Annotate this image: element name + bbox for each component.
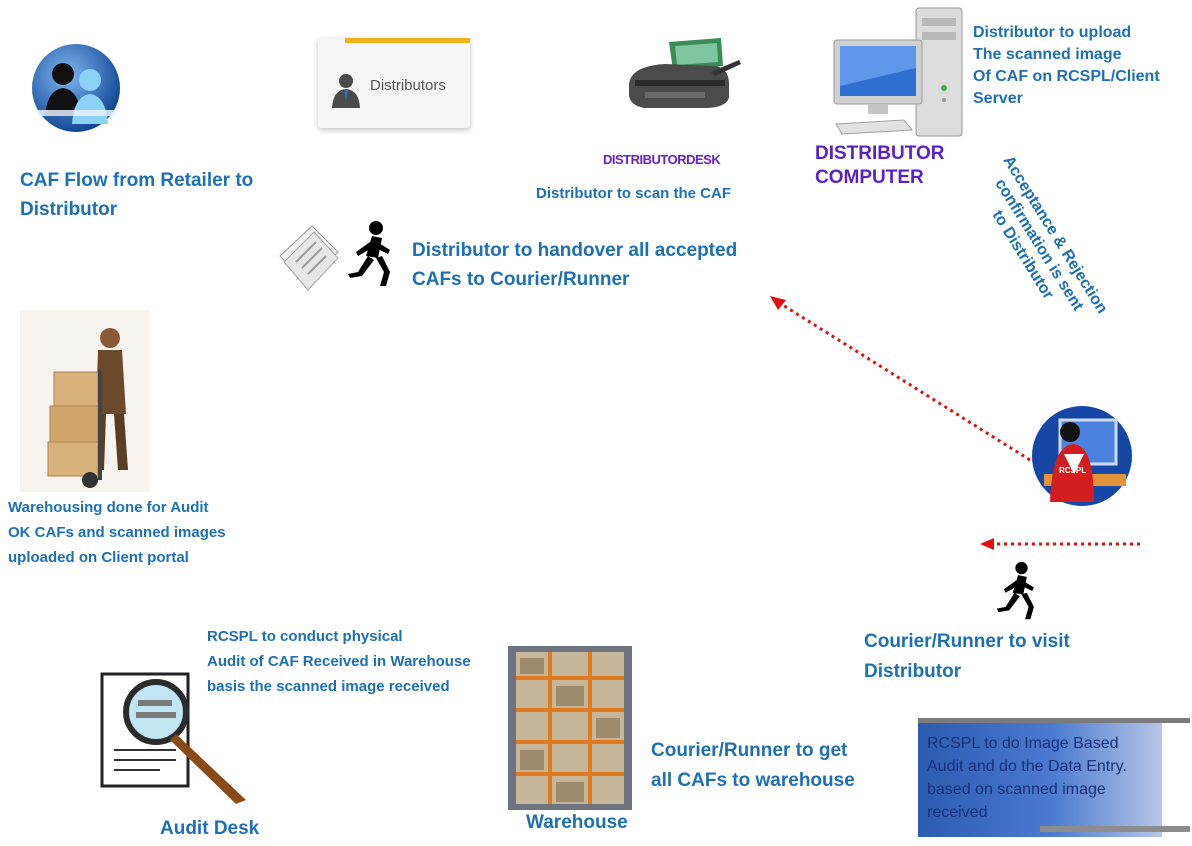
distributor-desk-label: DISTRIBUTORDESK	[603, 152, 721, 167]
arrow-to-handover	[770, 296, 1031, 462]
arrow-to-runner	[980, 538, 1140, 550]
operator-icon	[1032, 406, 1132, 506]
warehousing-label: Warehousing done for Audit OK CAFs and s…	[8, 499, 226, 566]
courier-get-label: Courier/Runner to get all CAFs to wareho…	[651, 740, 855, 791]
audit-desk-label: Audit Desk	[160, 818, 260, 839]
rcspl-physical-audit-label: RCSPL to conduct physical Audit of CAF R…	[207, 628, 471, 695]
distributor-computer-label: DISTRIBUTOR COMPUTER	[815, 143, 945, 188]
caf-flow-label: CAF Flow from Retailer to Distributor	[20, 170, 254, 220]
rcspl-badge: RCSPL	[1059, 466, 1087, 475]
image-audit-text: RCSPL to do Image Based Audit and do the…	[927, 735, 1127, 821]
magnifier-document-icon	[100, 672, 246, 804]
handover-label: Distributor to handover all accepted CAF…	[412, 240, 738, 290]
warehouse-shelves-icon	[508, 646, 632, 810]
scan-caf-label: Distributor to scan the CAF	[536, 185, 732, 202]
delivery-man-icon	[20, 310, 150, 492]
box-edge-bottom	[1040, 826, 1190, 832]
image-audit-box	[918, 718, 1162, 837]
runner-icon	[348, 221, 390, 286]
distributor-person-icon	[332, 74, 360, 108]
distributors-card-label: Distributors	[370, 77, 446, 94]
card-accent-bar	[345, 38, 470, 43]
warehouse-label: Warehouse	[526, 812, 628, 833]
box-edge-top	[1162, 718, 1190, 723]
distributor-upload-label: Distributor to upload The scanned image …	[973, 24, 1160, 107]
scanner-icon	[629, 38, 741, 108]
courier-visit-label: Courier/Runner to visit Distributor	[864, 631, 1070, 682]
runner-icon-bottom	[996, 561, 1034, 620]
document-icon	[279, 225, 339, 291]
computer-icon	[833, 7, 963, 137]
people-circle-icon	[32, 44, 120, 132]
